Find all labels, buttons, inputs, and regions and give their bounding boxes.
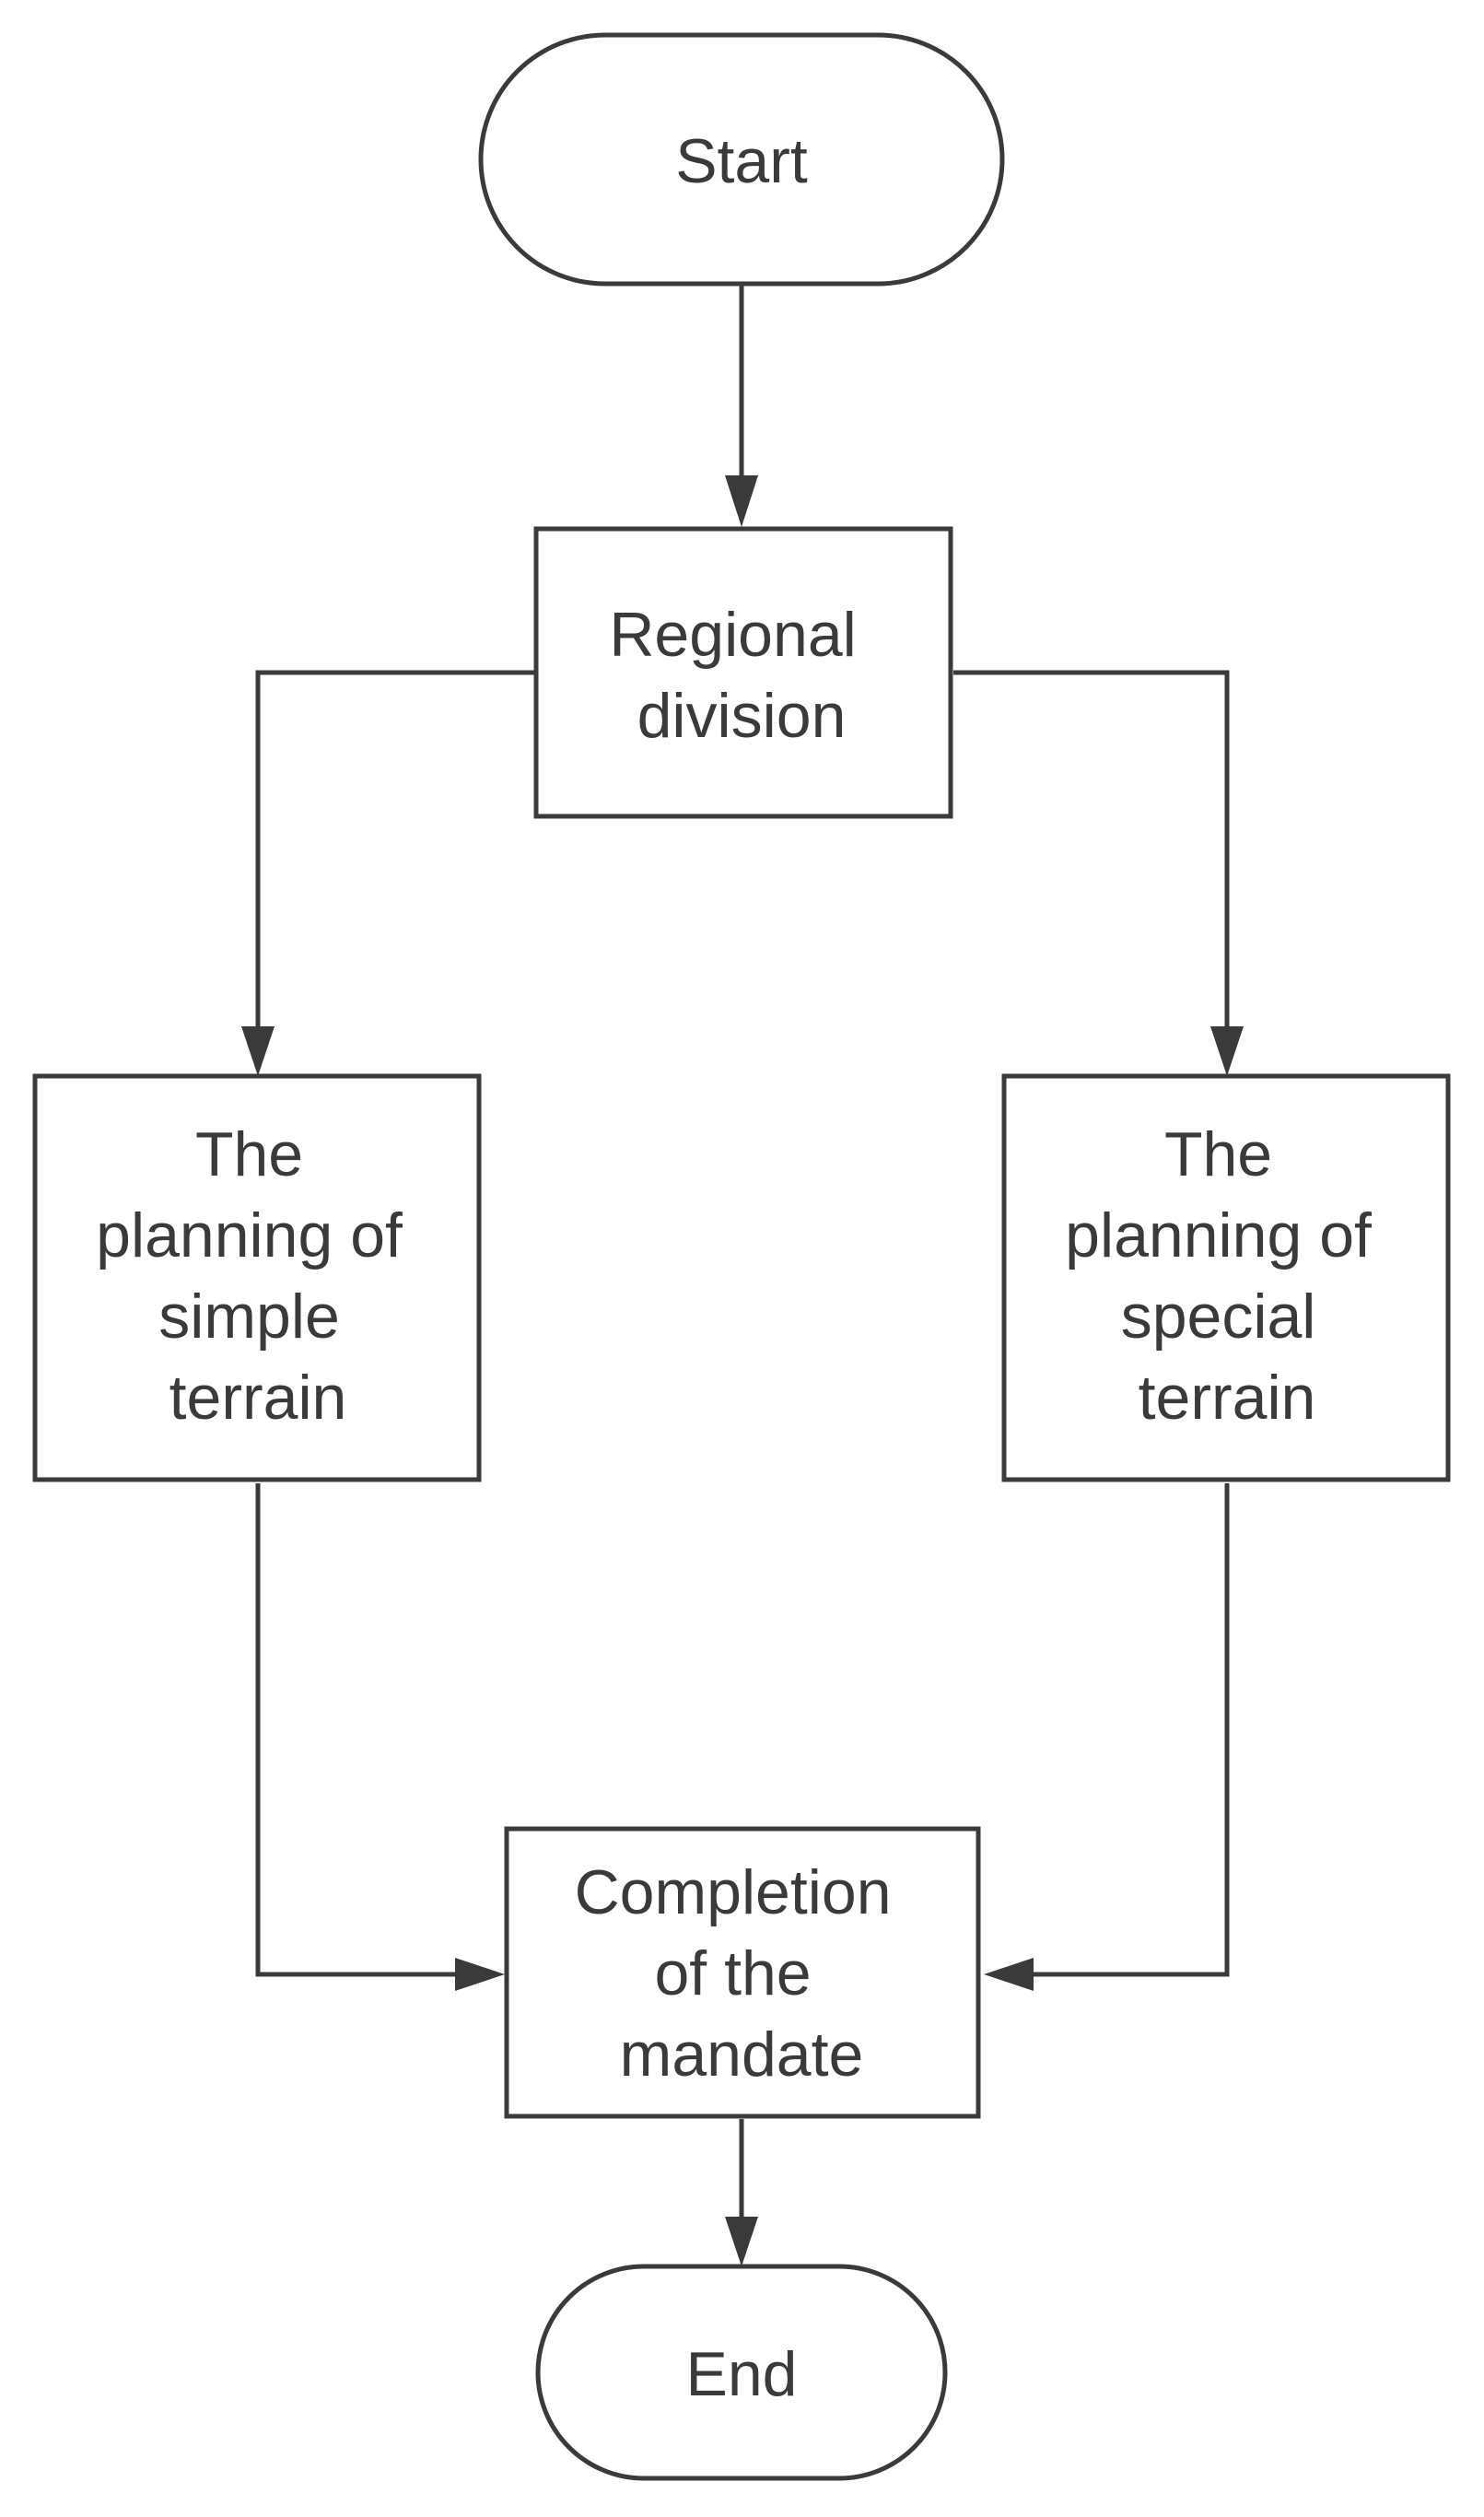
regional-division-node: Regional division bbox=[533, 526, 953, 819]
arrowhead-simple bbox=[241, 1026, 275, 1076]
arrowhead-end bbox=[725, 2217, 758, 2266]
completion-label-line: Completion bbox=[575, 1857, 892, 1927]
regional-division-label: Regional division bbox=[609, 600, 873, 751]
regional-division-label-line: division bbox=[637, 681, 847, 751]
arrowhead-completion-left bbox=[455, 1958, 505, 1991]
edges bbox=[241, 286, 1244, 2266]
arrowhead-completion-right bbox=[984, 1958, 1034, 1991]
special-terrain-label-line: The bbox=[1164, 1119, 1272, 1189]
special-terrain-label-line: special bbox=[1121, 1282, 1316, 1352]
regional-division-process-shape bbox=[533, 526, 953, 819]
completion-label: Completion of the mandate bbox=[575, 1857, 909, 2090]
completion-label-line: mandate bbox=[620, 2019, 864, 2090]
edge-special-to-completion bbox=[1022, 1483, 1230, 1977]
completion-label-line: of the bbox=[654, 1938, 811, 2008]
end-node: End bbox=[535, 2264, 948, 2481]
simple-terrain-label-line: planning of bbox=[96, 1200, 403, 1270]
completion-process-shape bbox=[504, 1826, 981, 2119]
end-terminator-shape bbox=[535, 2264, 948, 2481]
simple-terrain-process-shape bbox=[32, 1073, 482, 1482]
special-terrain-node: The planning of special terrain bbox=[1001, 1073, 1451, 1482]
edge-regional-to-special bbox=[953, 670, 1230, 1036]
start-terminator-shape bbox=[478, 32, 1005, 287]
arrowhead-special bbox=[1210, 1026, 1244, 1076]
special-terrain-label-line: terrain bbox=[1139, 1363, 1316, 1433]
simple-terrain-label: The planning of simple terrain bbox=[96, 1119, 420, 1433]
simple-terrain-label-line: The bbox=[195, 1119, 303, 1189]
simple-terrain-label-line: simple bbox=[158, 1282, 340, 1352]
start-label-line: Start bbox=[675, 126, 808, 196]
completion-node: Completion of the mandate bbox=[504, 1826, 981, 2119]
edge-simple-to-completion bbox=[255, 1483, 465, 1977]
special-terrain-process-shape bbox=[1001, 1073, 1451, 1482]
simple-terrain-label-line: terrain bbox=[169, 1363, 347, 1433]
start-label: Start bbox=[675, 126, 808, 196]
start-node: Start bbox=[478, 32, 1005, 287]
end-label: End bbox=[686, 2339, 798, 2409]
regional-division-label-line: Regional bbox=[609, 600, 856, 670]
special-terrain-label: The planning of special terrain bbox=[1065, 1119, 1389, 1433]
simple-terrain-node: The planning of simple terrain bbox=[32, 1073, 482, 1482]
end-label-line: End bbox=[686, 2339, 798, 2409]
special-terrain-label-line: planning of bbox=[1065, 1200, 1372, 1270]
edge-regional-to-simple bbox=[255, 670, 534, 1036]
arrowhead-regional bbox=[725, 475, 758, 527]
